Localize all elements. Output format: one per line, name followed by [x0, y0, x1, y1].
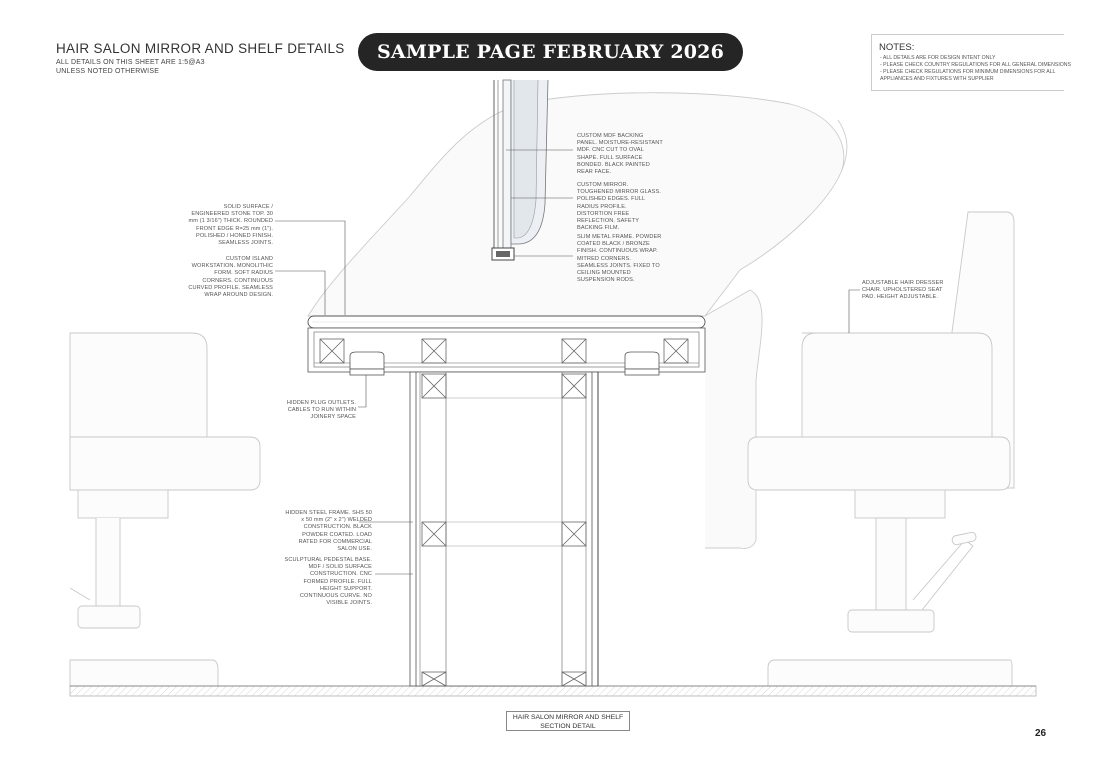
joinery-cabinet [307, 327, 706, 376]
label-stone-top: SOLID SURFACE / ENGINEERED STONE TOP. 30… [188, 204, 273, 247]
counter-top [307, 315, 706, 329]
sheet-title: HAIR SALON MIRROR AND SHELF DETAILS [56, 41, 345, 56]
pedestal-base [409, 371, 599, 687]
note-item: - PLEASE CHECK REGULATIONS FOR MINIMUM D… [880, 69, 1056, 75]
leader-lines [275, 149, 860, 575]
island-workstation-outline [307, 92, 848, 549]
notes-box: NOTES: - ALL DETAILS ARE FOR DESIGN INTE… [871, 34, 1071, 91]
drawing-caption: HAIR SALON MIRROR AND SHELF SECTION DETA… [506, 711, 630, 731]
note-item: - ALL DETAILS ARE FOR DESIGN INTENT ONLY [880, 55, 996, 61]
note-item: APPLIANCES AND FIXTURES WITH SUPPLIER [880, 76, 994, 82]
label-backing-panel: CUSTOM MDF BACKING PANEL. MOISTURE-RESIS… [577, 133, 663, 176]
label-plug-outlets: HIDDEN PLUG OUTLETS. CABLES TO RUN WITHI… [286, 400, 356, 421]
label-chair: ADJUSTABLE HAIR DRESSER CHAIR. UPHOLSTER… [862, 280, 944, 301]
note-item: - PLEASE CHECK COUNTRY REGULATIONS FOR A… [880, 62, 1072, 68]
label-steel-frame: HIDDEN STEEL FRAME. SHS 50 x 50 mm (2" x… [285, 510, 372, 553]
label-island: CUSTOM ISLAND WORKSTATION. MONOLITHIC FO… [188, 256, 273, 299]
left-chair [69, 332, 261, 687]
scale-note-2: UNLESS NOTED OTHERWISE [56, 68, 160, 75]
page-number: 26 [1035, 728, 1047, 739]
right-chair [747, 211, 1015, 687]
caption-line-2: SECTION DETAIL [540, 723, 596, 730]
label-mirror: CUSTOM MIRROR. TOUGHENED MIRROR GLASS. P… [577, 182, 661, 232]
mirror-assembly [491, 79, 549, 261]
sample-banner: SAMPLE PAGE FEBRUARY 2026 [358, 33, 743, 71]
notes-heading: NOTES: [879, 42, 915, 53]
scale-note: ALL DETAILS ON THIS SHEET ARE 1:5@A3 [56, 59, 205, 66]
caption-line-1: HAIR SALON MIRROR AND SHELF [512, 714, 624, 721]
label-frame: SLIM METAL FRAME. POWDER COATED BLACK / … [577, 234, 662, 284]
label-pedestal: SCULPTURAL PEDESTAL BASE. MDF / SOLID SU… [284, 557, 372, 607]
floor-slab [69, 685, 1037, 697]
